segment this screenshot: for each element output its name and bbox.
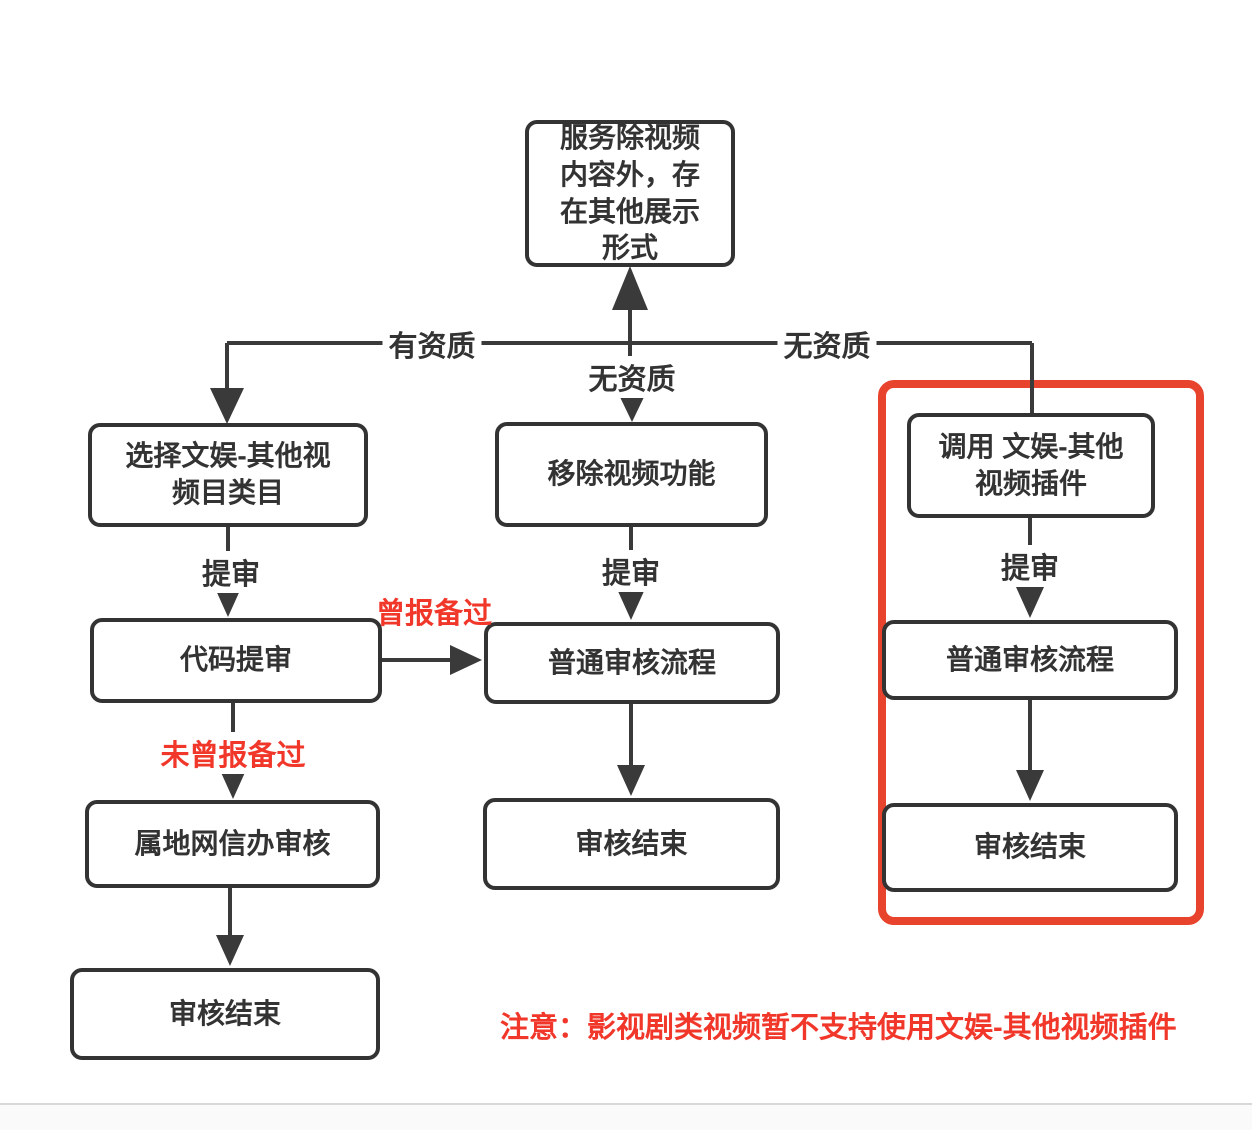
edge-label-not-reported-before: 未曾报备过 — [154, 732, 312, 774]
edge-label-submit-mid: 提审 — [595, 550, 667, 592]
flow-node-use-plugin: 调用 文娱-其他 视频插件 — [907, 413, 1155, 518]
flow-node-condition: 服务除视频 内容外，存 在其他展示 形式 — [525, 120, 735, 267]
edge-label-qualified: 有资质 — [382, 323, 482, 365]
edge-label-unqualified-right: 无资质 — [777, 323, 877, 365]
flow-node-local-cac-review: 属地网信办审核 — [85, 800, 380, 888]
edge-label-reported-before: 曾报备过 — [375, 598, 493, 630]
note-text: 注意：影视剧类视频暂不支持使用文娱-其他视频插件 — [500, 1012, 1177, 1044]
flow-node-select-category: 选择文娱-其他视 频目类目 — [88, 423, 368, 527]
bottom-page-strip — [0, 1103, 1252, 1130]
flow-node-normal-review-right: 普通审核流程 — [882, 620, 1178, 700]
flow-node-normal-review-mid: 普通审核流程 — [484, 622, 780, 704]
flow-node-code-review: 代码提审 — [90, 618, 382, 703]
edge-label-unqualified-mid: 无资质 — [582, 356, 682, 398]
flow-node-remove-video: 移除视频功能 — [495, 422, 768, 527]
edge-label-submit-left: 提审 — [195, 551, 267, 593]
flow-node-review-end-right: 审核结束 — [882, 803, 1178, 892]
head-normalmid-to-end — [617, 765, 645, 796]
head-remove-to-normal — [617, 589, 645, 620]
flow-node-review-end-mid: 审核结束 — [483, 798, 780, 890]
arrow-up-head — [612, 266, 648, 310]
edge-label-submit-right: 提审 — [994, 545, 1066, 587]
flow-node-review-end-left: 审核结束 — [70, 968, 380, 1060]
head-local-to-end — [216, 935, 244, 966]
head-code-to-normal — [450, 645, 482, 675]
branch-left-head — [210, 388, 244, 424]
branch-mid-head — [619, 395, 645, 422]
